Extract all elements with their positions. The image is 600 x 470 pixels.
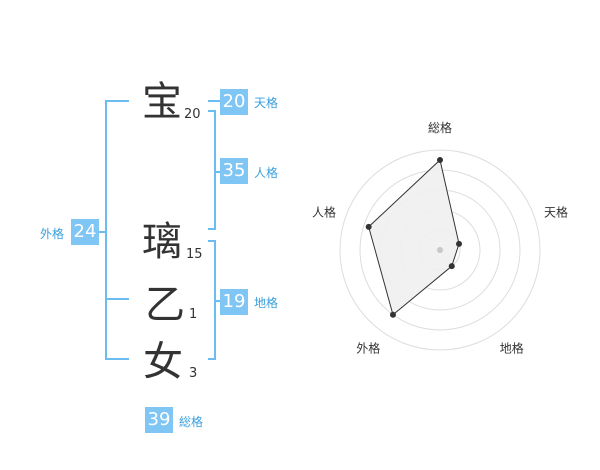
chikaku-bracket-top [208,240,216,242]
radar-polygon [368,159,460,316]
gaikaku-value: 24 [71,219,99,245]
jinkaku-value: 35 [220,158,248,184]
chikaku-connector [214,300,220,302]
radar-ring-5 [339,149,541,351]
gaikaku-bracket-bottom [105,358,129,360]
tenkaku-bracket [208,100,220,102]
name-char-4: 女 [143,339,183,385]
tenkaku-label: 天格 [254,96,279,110]
name-char-2: 璃 [142,219,182,265]
radar-point-4 [365,223,372,230]
jinkaku-bracket-bottom [208,228,216,230]
chikaku-label: 地格 [254,296,279,310]
stroke-count-2: 15 [186,247,203,262]
radar-point-3 [389,311,396,318]
chikaku-bracket-bottom [208,358,216,360]
tenkaku-value: 20 [220,89,248,115]
name-char-3: 乙 [145,282,185,328]
radar-axis-label-4: 人格 [312,204,336,219]
jinkaku-bracket [214,110,216,230]
gaikaku-bracket [105,100,107,360]
stroke-count-4: 3 [189,366,198,381]
radar-axis-label-1: 天格 [544,204,568,219]
stroke-count-1: 20 [184,107,201,122]
radar-ring-2 [399,209,481,291]
gaikaku-connector [99,231,107,233]
jinkaku-bracket-top [208,110,216,112]
chikaku-value: 19 [220,289,248,315]
soukaku-label: 総格 [179,415,204,429]
gaikaku-bracket-top [105,100,129,102]
name-char-1: 宝 [142,79,182,125]
gaikaku-bracket-mid [105,298,129,300]
soukaku-value: 39 [145,407,173,433]
radar-axis-label-0: 総格 [428,120,452,135]
radar-ring-1 [419,229,461,271]
gaikaku-label: 外格 [40,227,65,241]
radar-ring-3 [379,189,501,311]
radar-point-1 [456,240,463,247]
radar-ring-4 [359,169,521,331]
jinkaku-label: 人格 [254,166,279,180]
jinkaku-connector [214,171,220,173]
radar-axis-label-2: 地格 [500,341,524,356]
stroke-count-3: 1 [189,307,198,322]
radar-axis-label-3: 外格 [356,341,380,356]
radar-point-0 [437,157,443,163]
radar-point-2 [448,263,455,270]
radar-center [437,247,443,253]
